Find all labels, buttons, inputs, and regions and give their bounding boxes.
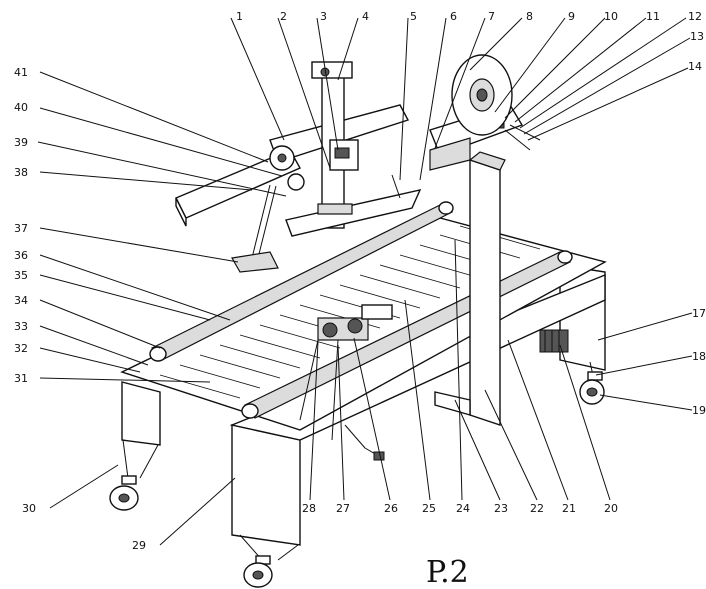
vertical-column: [469, 159, 501, 426]
left-front-leg-panel: [121, 381, 161, 446]
callout-26: 26: [384, 502, 398, 515]
callout-14: 14: [688, 60, 702, 73]
machine-body: [109, 54, 607, 588]
callout-25: 25: [422, 502, 436, 515]
caster-left-front: [109, 475, 139, 511]
callout-19: 19: [692, 404, 706, 417]
callout-13: 13: [690, 30, 704, 43]
callout-23: 23: [494, 502, 508, 515]
callout-36: 36: [14, 249, 28, 262]
callouts-bottom: 30 29 28 27 26 25 24 23 22 21 20: [22, 502, 618, 552]
caster-front-center: [243, 555, 273, 588]
tape-roll: [451, 54, 513, 136]
callout-3: 3: [320, 10, 327, 23]
callout-22: 22: [530, 502, 544, 515]
callout-9: 9: [568, 10, 575, 23]
callout-1: 1: [236, 10, 243, 23]
callout-20: 20: [604, 502, 618, 515]
callout-32: 32: [14, 342, 28, 355]
callout-41: 41: [14, 66, 28, 79]
callouts-top: 1 2 3 4 5 6 7 8 9 10 11 12 13 14: [236, 10, 704, 73]
callout-8: 8: [526, 10, 533, 23]
front-cabinet-panel: [231, 424, 301, 546]
callout-10: 10: [604, 10, 618, 23]
callout-27: 27: [336, 502, 350, 515]
callout-4: 4: [362, 10, 369, 23]
motor: [539, 329, 569, 353]
center-drive: [299, 304, 393, 441]
callout-21: 21: [562, 502, 576, 515]
callout-12: 12: [688, 10, 702, 23]
callout-31: 31: [14, 372, 28, 385]
callout-39: 39: [14, 136, 28, 149]
callout-17: 17: [692, 307, 706, 320]
callout-35: 35: [14, 269, 28, 282]
callout-28: 28: [302, 502, 316, 515]
callout-2: 2: [280, 10, 287, 23]
callouts-left: 41 40 39 38 37 36 35 34 33 32 31: [14, 66, 28, 385]
leader-lines: [37, 17, 693, 546]
callout-38: 38: [14, 166, 28, 179]
callout-7: 7: [488, 10, 495, 23]
callout-40: 40: [14, 101, 28, 114]
callouts-right: 17 18 19: [692, 307, 706, 417]
callout-33: 33: [14, 320, 28, 333]
caster-right-rear: [579, 371, 605, 405]
page-label: P.2: [426, 555, 469, 589]
callout-24: 24: [456, 502, 470, 515]
top-folder-plate: [285, 189, 422, 237]
callout-30: 30: [22, 502, 36, 515]
conveyor-rollers: [159, 225, 541, 399]
callout-5: 5: [410, 10, 417, 23]
callout-37: 37: [14, 222, 28, 235]
callout-18: 18: [692, 350, 706, 363]
callout-11: 11: [646, 10, 660, 23]
crank-handle: [344, 424, 385, 461]
callout-34: 34: [14, 294, 28, 307]
callout-29: 29: [132, 539, 146, 552]
callout-6: 6: [450, 10, 457, 23]
front-flap-folder: [231, 184, 279, 273]
